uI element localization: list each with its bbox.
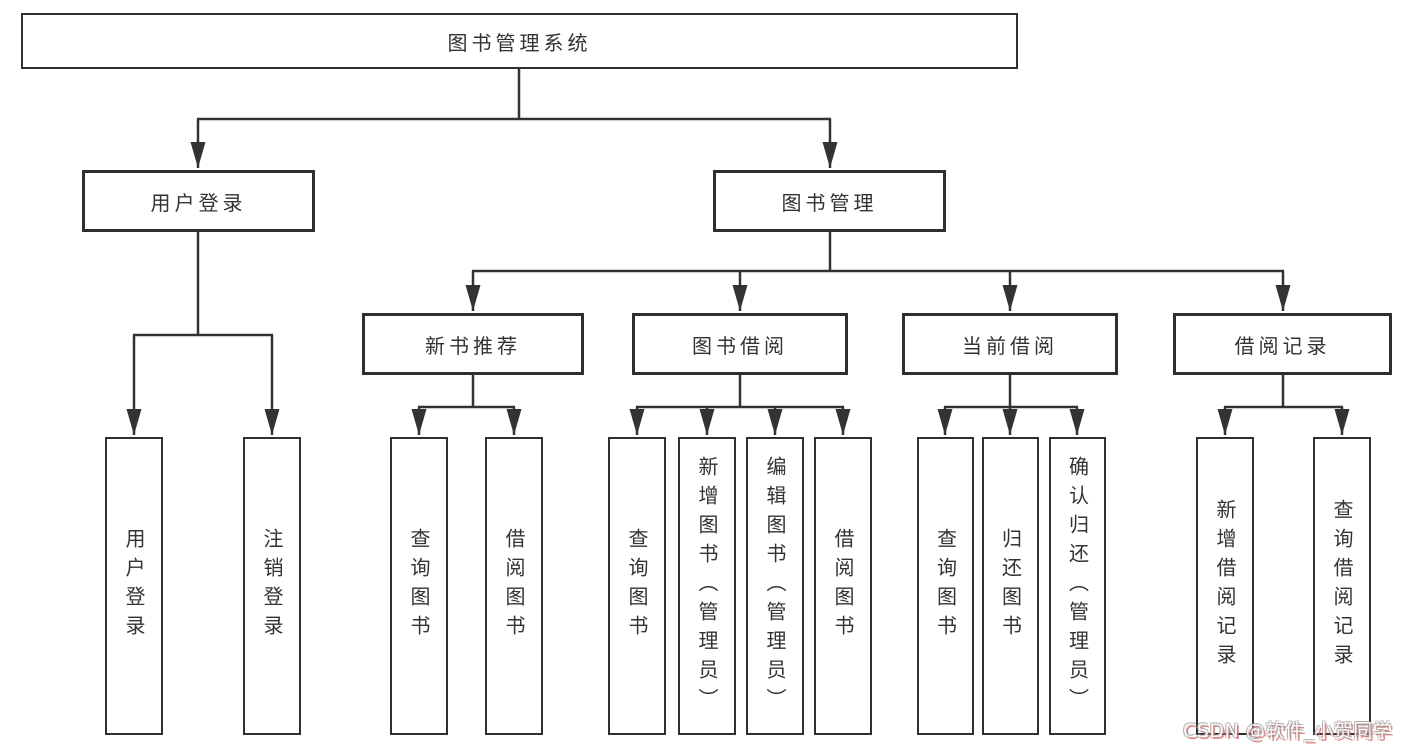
node-leaf-add-books-admin: 新增图书（管理员） bbox=[678, 437, 736, 735]
node-current-borrowing: 当前借阅 bbox=[902, 313, 1118, 375]
node-book-borrowing: 图书借阅 bbox=[632, 313, 848, 375]
node-label: 图书借阅 bbox=[692, 333, 788, 358]
node-new-book-recommendation: 新书推荐 bbox=[362, 313, 584, 375]
node-leaf-logout: 注销登录 bbox=[243, 437, 301, 735]
node-label: 图书管理 bbox=[781, 190, 878, 215]
node-label: 借阅记录 bbox=[1234, 333, 1331, 358]
node-label: 注销登录 bbox=[260, 528, 284, 644]
node-root-library-management-system: 图书管理系统 bbox=[21, 13, 1018, 69]
node-leaf-query-books-1: 查询图书 bbox=[390, 437, 448, 735]
node-leaf-edit-books-admin: 编辑图书（管理员） bbox=[746, 437, 804, 735]
node-user-login-branch: 用户登录 bbox=[82, 170, 315, 232]
node-label: 编辑图书（管理员） bbox=[763, 455, 787, 717]
node-leaf-confirm-return-admin: 确认归还（管理员） bbox=[1049, 437, 1106, 735]
node-book-management-branch: 图书管理 bbox=[713, 170, 946, 232]
node-leaf-user-login: 用户登录 bbox=[105, 437, 163, 735]
node-label: 查询图书 bbox=[625, 528, 649, 644]
node-leaf-borrow-books-2: 借阅图书 bbox=[814, 437, 872, 735]
node-leaf-add-borrow-record: 新增借阅记录 bbox=[1196, 437, 1254, 735]
csdn-watermark: CSDN @软件_小贺同学 bbox=[1183, 720, 1393, 742]
node-label: 借阅图书 bbox=[831, 528, 855, 644]
node-leaf-return-books: 归还图书 bbox=[982, 437, 1039, 735]
node-leaf-query-borrow-record: 查询借阅记录 bbox=[1313, 437, 1371, 735]
node-label: 新增图书（管理员） bbox=[695, 455, 719, 717]
node-label: 借阅图书 bbox=[502, 528, 526, 644]
node-leaf-borrow-books-1: 借阅图书 bbox=[485, 437, 543, 735]
node-label: 新书推荐 bbox=[425, 333, 521, 358]
node-label: 新增借阅记录 bbox=[1213, 499, 1237, 673]
node-label: 查询图书 bbox=[933, 528, 958, 644]
node-label: 归还图书 bbox=[998, 528, 1023, 644]
node-label: 用户登录 bbox=[122, 528, 146, 644]
node-borrowing-records: 借阅记录 bbox=[1173, 313, 1392, 375]
node-label: 当前借阅 bbox=[962, 333, 1058, 358]
node-label: 用户登录 bbox=[150, 190, 247, 215]
node-leaf-query-books-2: 查询图书 bbox=[608, 437, 666, 735]
node-label: 确认归还（管理员） bbox=[1065, 455, 1090, 717]
node-leaf-query-books-3: 查询图书 bbox=[917, 437, 974, 735]
node-label: 查询借阅记录 bbox=[1330, 499, 1354, 673]
node-label: 图书管理系统 bbox=[447, 30, 592, 55]
node-label: 查询图书 bbox=[407, 528, 431, 644]
